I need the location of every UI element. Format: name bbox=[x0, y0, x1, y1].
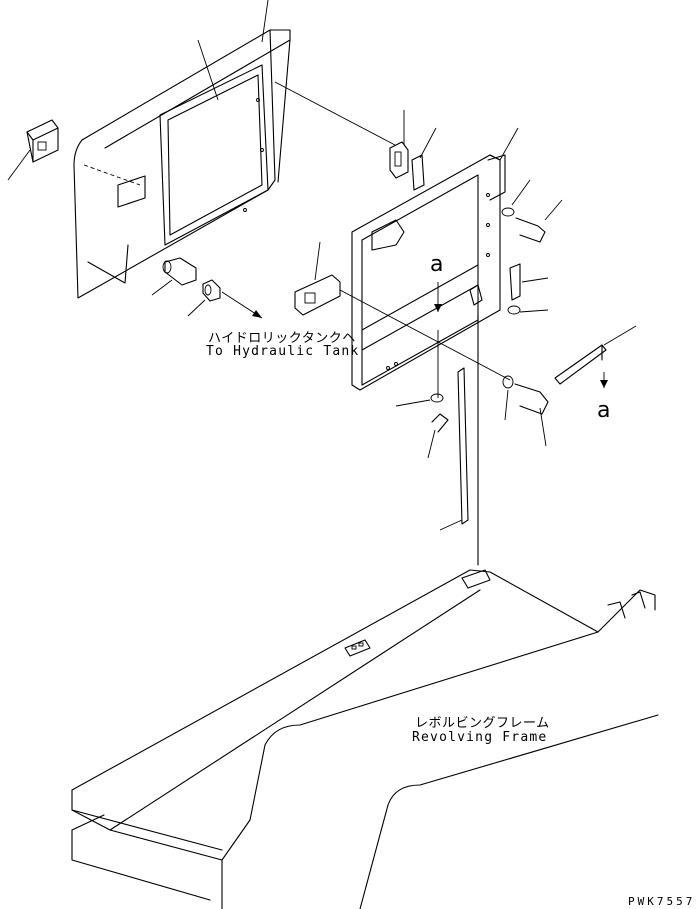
vertical-strip bbox=[457, 314, 479, 566]
revolving-frame-label-jp: レボルビングフレーム bbox=[415, 716, 550, 731]
leader-lines bbox=[7, 0, 637, 531]
view-mark-a-upper: a bbox=[430, 252, 444, 277]
bolts-washers bbox=[430, 207, 549, 433]
view-mark-a-right: a bbox=[597, 398, 611, 423]
bracket-clips bbox=[389, 141, 425, 191]
switch-box bbox=[26, 119, 59, 163]
mounting-plate bbox=[294, 274, 341, 316]
lock-pin bbox=[554, 344, 607, 385]
revolving-frame-label-en: Revolving Frame bbox=[412, 730, 548, 745]
drawing-code: PWK7557 bbox=[628, 895, 696, 908]
cooler-core bbox=[159, 64, 269, 246]
hydraulic-tank-label-jp: ハイドロリックタンクヘ bbox=[208, 331, 356, 346]
revolving-frame bbox=[71, 569, 659, 909]
hydraulic-tank-label-en: To Hydraulic Tank bbox=[206, 344, 360, 359]
cover-panel bbox=[73, 29, 291, 299]
hose-fitting bbox=[162, 257, 221, 302]
support-frame bbox=[351, 154, 506, 391]
